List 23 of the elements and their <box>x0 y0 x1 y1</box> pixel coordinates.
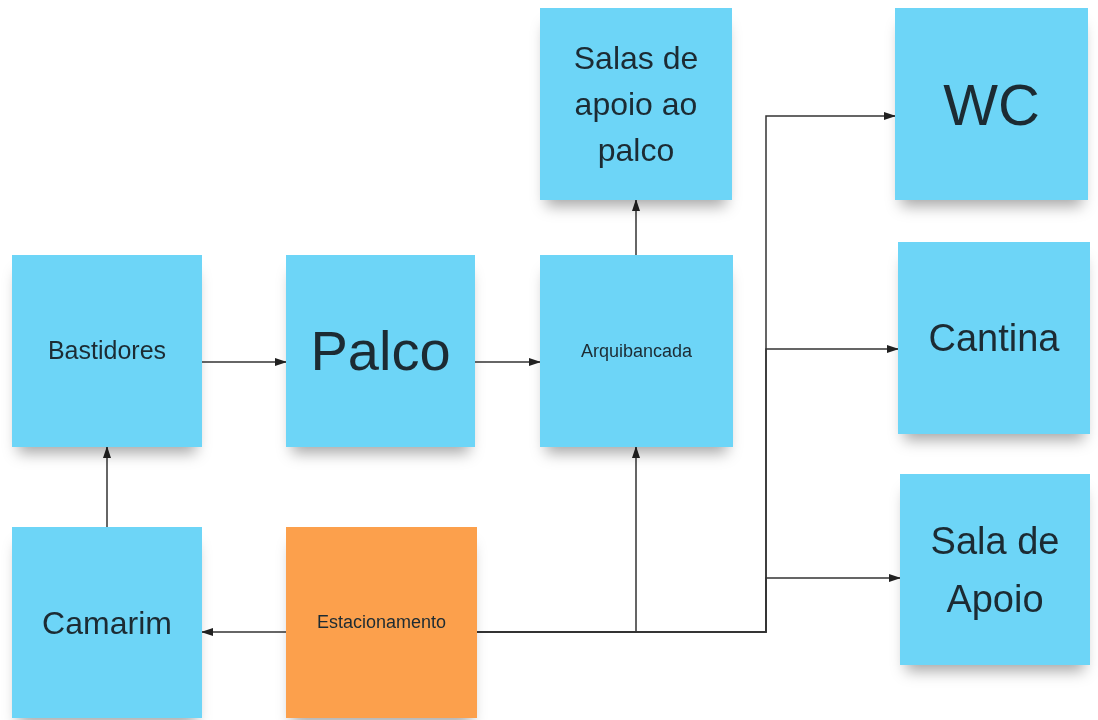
note-text: Sala de Apoio <box>929 518 1061 622</box>
sticky-note <box>12 527 202 718</box>
sticky-note <box>540 255 733 447</box>
sticky-note <box>895 8 1088 200</box>
note-text: Estacionamento <box>316 611 447 634</box>
note-text: WC <box>943 70 1040 139</box>
sticky-note <box>286 255 475 447</box>
note-text: Palco <box>310 318 451 384</box>
arrow <box>201 358 287 366</box>
arrow <box>201 628 287 636</box>
note-text: Arquibancada <box>580 339 693 363</box>
arrow <box>103 446 111 528</box>
sticky-note <box>286 527 477 718</box>
note-text: Camarim <box>42 603 172 643</box>
arrow <box>474 358 541 366</box>
sticky-note <box>900 474 1090 665</box>
note-text: Cantina <box>928 315 1060 361</box>
arrow <box>632 199 640 256</box>
sticky-note <box>540 8 732 200</box>
sticky-note <box>898 242 1090 434</box>
sticky-note <box>12 255 202 447</box>
note-text: Salas de apoio ao palco <box>572 39 700 170</box>
note-text: Bastidores <box>47 335 167 367</box>
